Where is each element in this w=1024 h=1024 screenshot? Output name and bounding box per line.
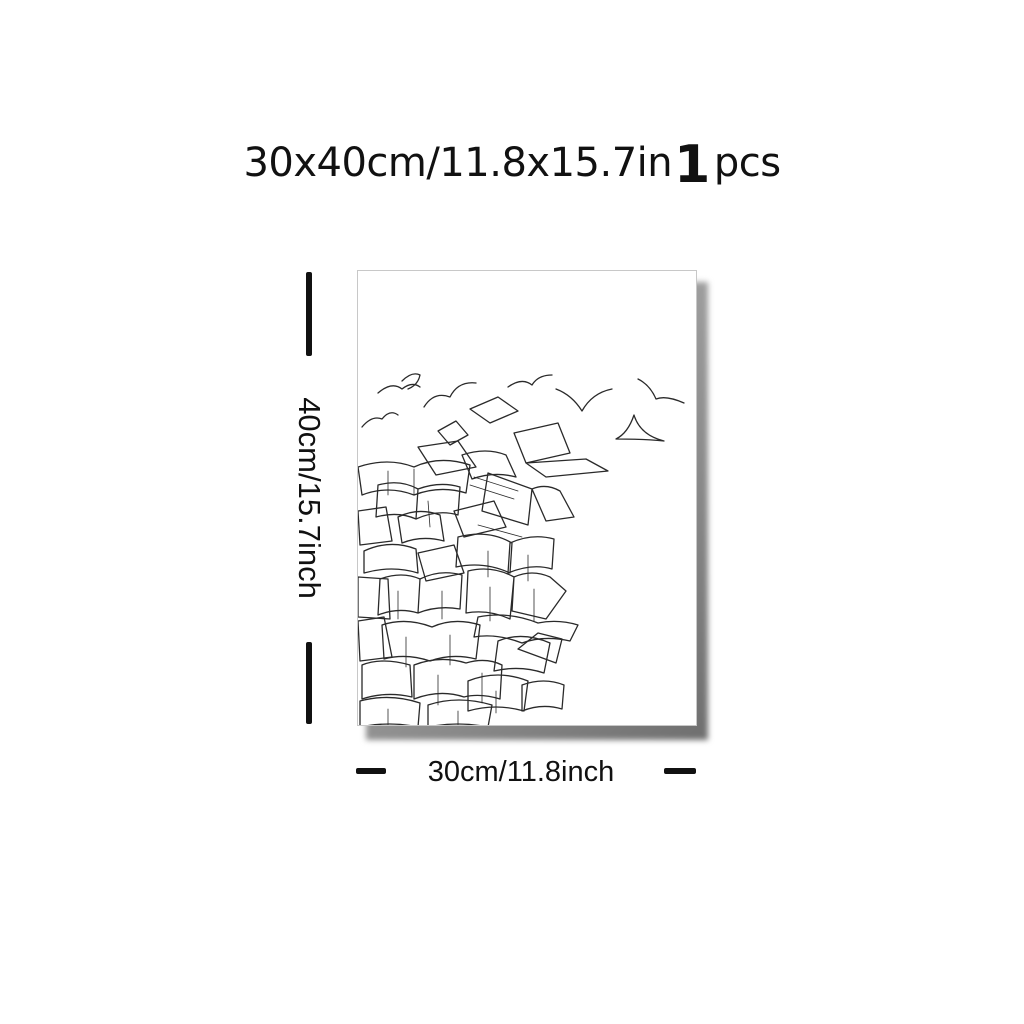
book-14 bbox=[465, 568, 567, 620]
width-dimension-label: 30cm/11.8inch bbox=[427, 756, 615, 788]
book-18 bbox=[493, 635, 551, 674]
quantity-number: 1 bbox=[674, 135, 710, 195]
size-text: 30x40cm/11.8x15.7in bbox=[243, 140, 673, 186]
book-2 bbox=[417, 440, 477, 476]
height-dimension-bar-top bbox=[306, 272, 312, 356]
book-9 bbox=[455, 533, 555, 574]
book-7 bbox=[397, 510, 445, 544]
bird-7 bbox=[615, 414, 665, 442]
book-3 bbox=[461, 450, 517, 480]
book-pages bbox=[387, 468, 535, 725]
book-11 bbox=[417, 544, 465, 582]
book-10 bbox=[363, 543, 419, 574]
width-dimension-bar-left bbox=[356, 768, 386, 774]
bird-5 bbox=[555, 388, 613, 412]
book-8 bbox=[453, 500, 507, 538]
book-5 bbox=[481, 472, 575, 526]
book-17 bbox=[381, 620, 481, 662]
book-24 bbox=[427, 699, 493, 725]
book-20 bbox=[361, 660, 413, 700]
page-2 bbox=[513, 422, 609, 478]
book-19 bbox=[517, 632, 563, 664]
page-3 bbox=[437, 420, 469, 446]
flying-books-artwork bbox=[358, 373, 685, 725]
book-23 bbox=[359, 696, 421, 725]
book-6 bbox=[358, 506, 393, 546]
page-1 bbox=[469, 396, 519, 424]
height-dimension-label: 40cm/15.7inch bbox=[292, 397, 327, 599]
book-4 bbox=[375, 482, 461, 520]
bird-8 bbox=[361, 412, 399, 428]
quantity-unit: pcs bbox=[713, 140, 781, 186]
book-15 bbox=[473, 614, 579, 644]
book-21 bbox=[413, 658, 503, 700]
bird-6 bbox=[637, 378, 685, 404]
height-dimension-bar-bottom bbox=[306, 642, 312, 724]
canvas-print bbox=[357, 270, 697, 726]
book-1 bbox=[358, 459, 471, 496]
width-dimension-bar-right bbox=[664, 768, 696, 774]
bird-2 bbox=[401, 373, 421, 390]
book-13 bbox=[377, 572, 463, 616]
bird-3 bbox=[423, 382, 477, 408]
book-22 bbox=[467, 674, 565, 712]
bird-4 bbox=[507, 374, 553, 388]
book-12 bbox=[358, 576, 391, 620]
